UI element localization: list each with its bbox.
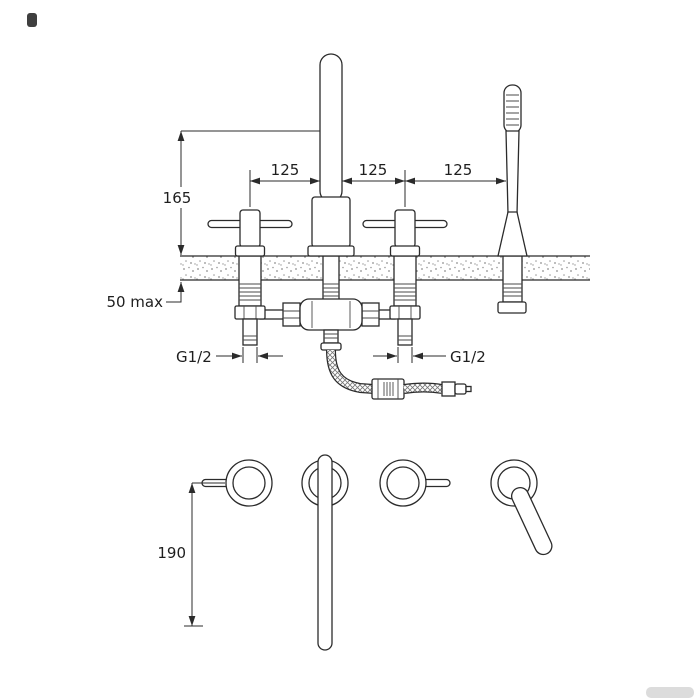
plan-hole-4	[490, 459, 553, 556]
shower-holder-cone	[497, 211, 528, 257]
plan-hole-3	[379, 459, 451, 507]
spout	[307, 53, 355, 257]
valve-left-tail	[234, 305, 266, 346]
valve-right-tail	[389, 305, 421, 346]
thread-size-label-left: G1/2	[176, 348, 212, 366]
hose-end-fitting	[441, 381, 472, 397]
plan-hole-1	[201, 459, 273, 507]
shower-holder-shank	[497, 255, 527, 314]
plan-view: 190	[157, 454, 553, 651]
dim-125-label-3: 125	[444, 161, 473, 179]
watermark	[646, 687, 694, 698]
valve-handle-left	[207, 209, 293, 257]
plan-dimensions: 190	[157, 482, 225, 627]
plan-hole-2	[301, 454, 349, 651]
deck-thickness-label: 50 max	[106, 293, 163, 311]
dim-165-label: 165	[163, 189, 192, 207]
hand-shower	[497, 84, 528, 257]
valve-right-shank	[393, 255, 417, 307]
plan-shower-handle	[510, 486, 553, 556]
dim-125-label-2: 125	[359, 161, 388, 179]
spout-shank	[322, 255, 340, 301]
hose-connector	[371, 378, 405, 400]
handset-body	[505, 130, 520, 215]
elevation-dimensions: 165 125 125 125 50 max G1/2 G1/2	[106, 130, 506, 366]
valve-handle-right	[362, 209, 448, 257]
mixer-body	[259, 298, 396, 351]
dim-125-label-1: 125	[271, 161, 300, 179]
logo-mark	[27, 13, 37, 27]
thread-size-label-right: G1/2	[450, 348, 486, 366]
valve-left-shank	[238, 255, 262, 307]
shower-hose	[326, 349, 472, 400]
handset-head	[503, 84, 522, 134]
plan-spout	[317, 454, 333, 651]
plan-depth-label: 190	[157, 544, 186, 562]
elevation-view: 165 125 125 125 50 max G1/2 G1/2	[106, 53, 590, 400]
